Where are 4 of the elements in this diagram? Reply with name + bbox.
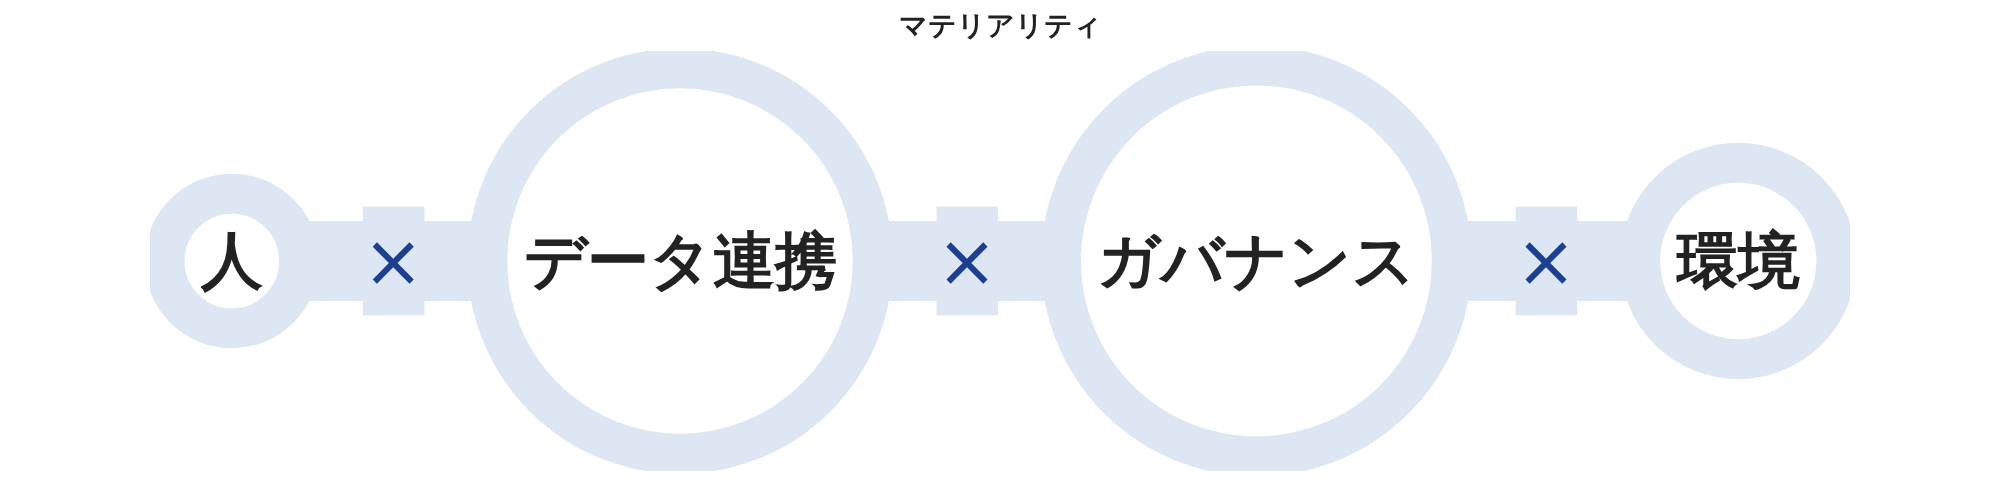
edge-label: ×	[1514, 219, 1576, 303]
edge-label: ×	[362, 219, 424, 303]
edge-label: ×	[935, 219, 997, 303]
diagram-title: マテリアリティ	[897, 8, 1103, 44]
